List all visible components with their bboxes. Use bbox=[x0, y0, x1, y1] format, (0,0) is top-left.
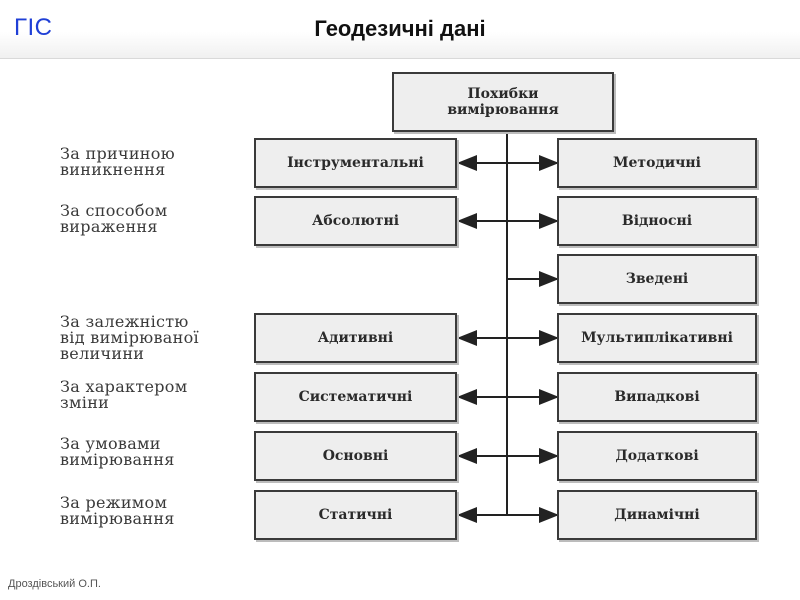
box-methodical: Методичні bbox=[557, 138, 757, 188]
box-dynamic: Динамічні bbox=[557, 490, 757, 540]
criterion-expression: За способом вираження bbox=[60, 203, 250, 235]
criterion-line: виникнення bbox=[60, 160, 166, 179]
box-static: Статичні bbox=[254, 490, 457, 540]
box-main: Основні bbox=[254, 431, 457, 481]
criterion-character: За характером зміни bbox=[60, 379, 250, 411]
root-line-1: Похибки bbox=[467, 86, 539, 102]
criterion-line: За причиною bbox=[60, 144, 175, 163]
box-instrumental: Інструментальні bbox=[254, 138, 457, 188]
criterion-mode: За режимом вимірювання bbox=[60, 495, 250, 527]
criterion-line: величини bbox=[60, 344, 145, 363]
box-additional: Додаткові bbox=[557, 431, 757, 481]
box-absolute: Абсолютні bbox=[254, 196, 457, 246]
box-additive: Адитивні bbox=[254, 313, 457, 363]
error-classification-diagram: Похибки вимірювання За причиною виникнен… bbox=[0, 58, 800, 568]
criterion-line: вираження bbox=[60, 217, 158, 236]
connector-lines bbox=[457, 132, 559, 523]
criterion-line: За залежністю bbox=[60, 312, 189, 331]
box-relative: Відносні bbox=[557, 196, 757, 246]
author-footer: Дроздівський О.П. bbox=[8, 578, 101, 590]
criterion-line: вимірювання bbox=[60, 509, 175, 528]
criterion-line: від вимірюваної bbox=[60, 328, 199, 347]
criterion-dependence: За залежністю від вимірюваної величини bbox=[60, 314, 250, 362]
box-systematic: Систематичні bbox=[254, 372, 457, 422]
slide-title: Геодезичні дані bbox=[314, 16, 486, 41]
criterion-line: За способом bbox=[60, 201, 168, 220]
box-random: Випадкові bbox=[557, 372, 757, 422]
root-line-2: вимірювання bbox=[447, 102, 559, 118]
criterion-line: За умовами bbox=[60, 434, 161, 453]
slide-header: ГІС Геодезичні дані bbox=[0, 0, 800, 59]
criterion-line: За характером bbox=[60, 377, 188, 396]
criterion-line: вимірювання bbox=[60, 450, 175, 469]
box-reduced: Зведені bbox=[557, 254, 757, 304]
criterion-cause: За причиною виникнення bbox=[60, 146, 250, 178]
root-box: Похибки вимірювання bbox=[392, 72, 614, 132]
brand-label: ГІС bbox=[14, 14, 53, 41]
criterion-conditions: За умовами вимірювання bbox=[60, 436, 250, 468]
box-multiplicative: Мультиплікативні bbox=[557, 313, 757, 363]
criterion-line: За режимом bbox=[60, 493, 168, 512]
criterion-line: зміни bbox=[60, 393, 110, 412]
